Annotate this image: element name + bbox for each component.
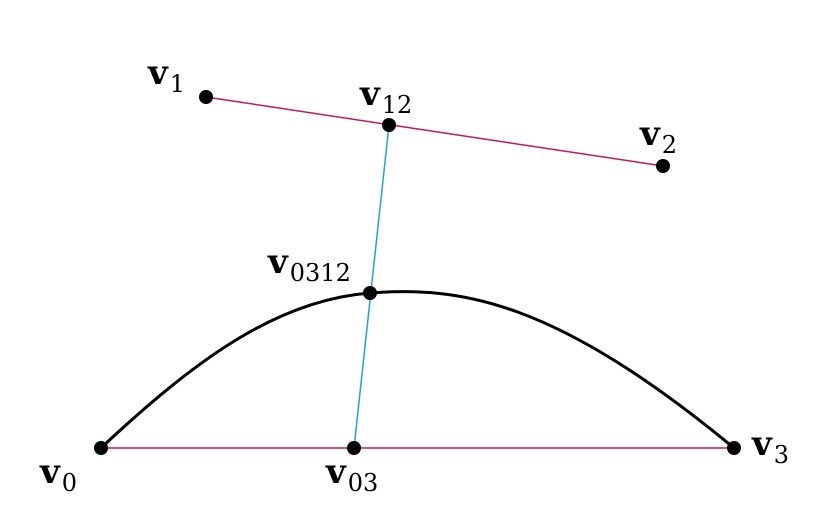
bezier-curve bbox=[99, 290, 735, 450]
label-v2: v2 bbox=[639, 114, 677, 159]
point-v03 bbox=[347, 441, 361, 455]
label-v0: v0 bbox=[39, 452, 77, 497]
point-v2 bbox=[656, 159, 670, 173]
point-v1 bbox=[199, 90, 213, 104]
label-v0312: v0312 bbox=[267, 242, 351, 287]
label-v03: v03 bbox=[325, 452, 378, 497]
point-v3 bbox=[727, 441, 741, 455]
point-v0 bbox=[94, 441, 108, 455]
segment-v1-v2 bbox=[205, 96, 664, 167]
label-v12: v12 bbox=[359, 74, 412, 119]
label-v3: v3 bbox=[751, 424, 789, 469]
point-v12 bbox=[382, 118, 396, 132]
point-v0312 bbox=[363, 286, 377, 300]
label-v1: v1 bbox=[147, 53, 185, 98]
